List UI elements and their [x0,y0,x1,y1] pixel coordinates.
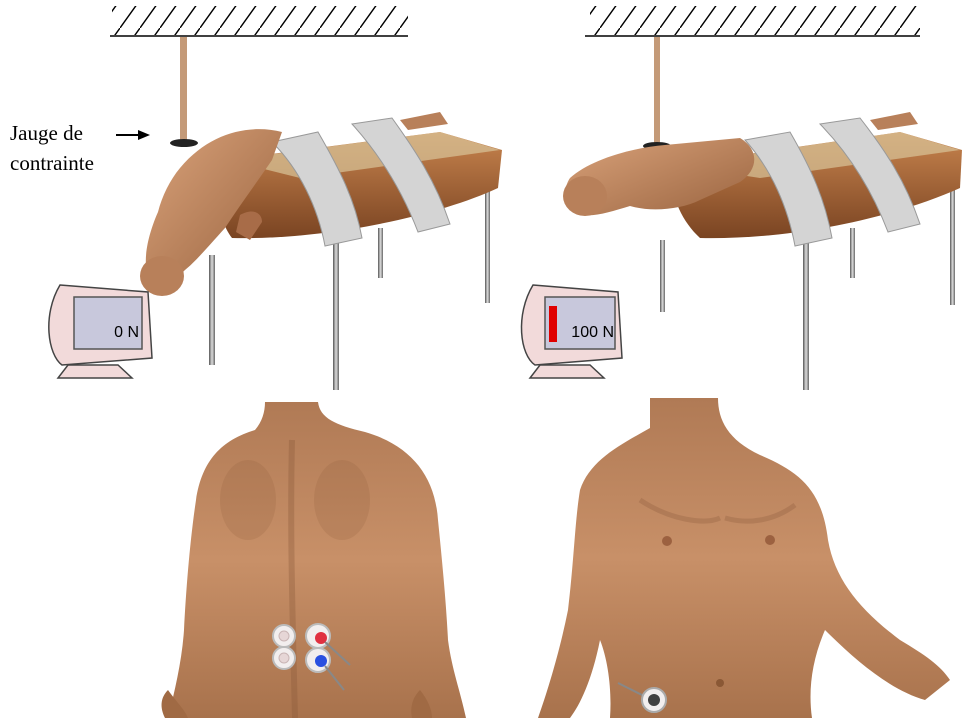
emg-electrode [273,625,295,647]
force-bar-right [549,306,557,342]
monitor-reading-left: 0 N [114,324,139,341]
table-leg [485,178,490,303]
table-leg [378,228,383,278]
suspension-rod-right [654,37,660,145]
strain-gauge-left [170,139,198,147]
table-leg [660,240,665,312]
table-leg [209,255,215,365]
back-view [162,402,466,718]
ceiling-right [585,6,920,36]
front-view [538,398,950,718]
arrow-icon [116,130,150,140]
front-torso [538,398,950,718]
force-monitor-left: 0 N [49,285,152,378]
monitor-screen-left [74,297,142,349]
emg-electrode [273,647,295,669]
right-test-setup: 100 N [521,6,962,390]
monitor-reading-right: 100 N [571,324,614,341]
ceiling-left [110,6,408,36]
left-test-setup: 0 N [49,6,502,390]
force-monitor-right: 100 N [521,285,622,378]
table-leg [803,235,809,390]
table-leg [333,235,339,390]
table-leg [950,180,955,305]
suspension-rod-left [180,37,187,141]
table-leg [850,228,855,278]
